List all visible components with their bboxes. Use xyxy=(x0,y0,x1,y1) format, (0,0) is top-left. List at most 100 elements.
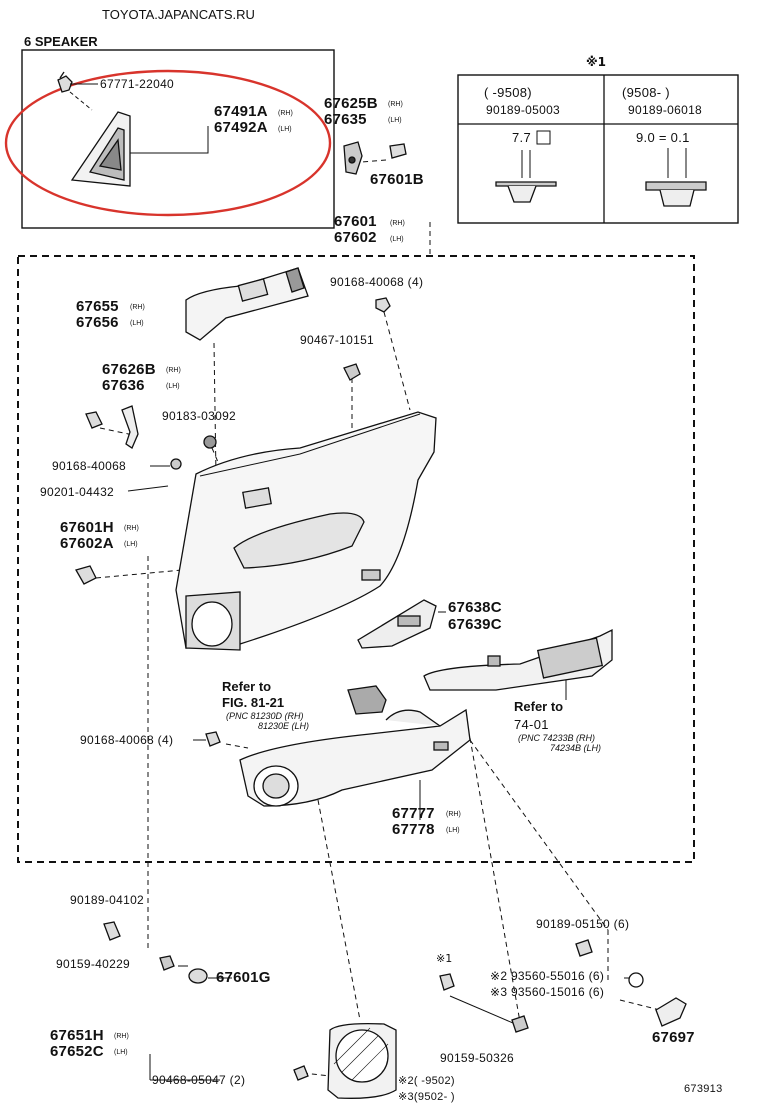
label-67602A: 67602A xyxy=(60,535,114,552)
label-67491A: 67491A xyxy=(214,103,268,120)
label-67778: 67778 xyxy=(392,821,435,838)
courtesy-lamp-icon xyxy=(347,685,387,715)
clip-table-col2-period: (9508- ) xyxy=(622,85,670,100)
screw-90168-lower-icon xyxy=(205,731,221,747)
refer-74-01-line1: Refer to xyxy=(514,699,564,714)
lh-mark: (LH) xyxy=(114,1049,128,1056)
label-90467-10151: 90467-10151 xyxy=(300,333,375,347)
label-90168-40068: 90168-40068 xyxy=(52,459,127,473)
tweeter-cover-icon xyxy=(70,111,131,187)
screw-90168-icon xyxy=(375,297,391,313)
speaker-grille-icon xyxy=(327,1022,397,1099)
clip-mark-x1: ※1 xyxy=(436,952,453,965)
rh-mark: (RH) xyxy=(114,1033,129,1040)
rh-mark: (RH) xyxy=(446,811,461,818)
screw-90467-icon xyxy=(343,363,361,381)
watermark-text: TOYOTA.JAPANCATS.RU xyxy=(102,7,255,22)
bracket-67697-icon xyxy=(655,997,687,1027)
label-67602: 67602 xyxy=(334,229,377,246)
rh-mark: (RH) xyxy=(124,525,139,532)
refer-81-21-line2: FIG. 81-21 xyxy=(222,695,285,710)
footnote-x2: ※2( -9502) xyxy=(398,1075,455,1087)
clip-table-col1-part: 90189-05003 xyxy=(486,103,561,117)
door-assembly-frame xyxy=(17,255,695,863)
label-90201-04432: 90201-04432 xyxy=(40,485,115,499)
clip-90189-05150-icon xyxy=(575,939,593,957)
switch-base-icon xyxy=(357,599,437,649)
clip-table-col2-part: 90189-06018 xyxy=(628,103,703,117)
nut-90201-icon xyxy=(170,458,182,470)
clip-table-mark: ※1 xyxy=(586,55,607,69)
clip-67625B-icon xyxy=(343,141,363,175)
label-67601: 67601 xyxy=(334,213,377,230)
refer-74-01-pnc1: (PNC 74233B (RH) xyxy=(518,733,596,743)
label-67656: 67656 xyxy=(76,314,119,331)
lh-mark: (LH) xyxy=(130,320,144,327)
lh-mark: (LH) xyxy=(166,383,180,390)
label-67601G: 67601G xyxy=(216,969,271,986)
clip-table-col1-dim: 7.7 xyxy=(512,130,531,145)
clip-67771-icon xyxy=(57,71,98,93)
lh-mark: (LH) xyxy=(388,117,402,124)
label-67638C: 67638C xyxy=(448,599,502,616)
footnote-x3: ※3(9502- ) xyxy=(398,1091,455,1103)
label-67652C: 67652C xyxy=(50,1043,104,1060)
rh-mark: (RH) xyxy=(130,304,145,311)
refer-74-01-line2: 74-01 xyxy=(514,717,549,732)
rh-mark: (RH) xyxy=(390,220,405,227)
refer-81-21-line1: Refer to xyxy=(222,679,272,694)
clip-67601B-icon xyxy=(389,143,407,159)
grommet-90183-icon xyxy=(203,435,217,449)
speaker-section-frame xyxy=(21,49,335,229)
label-67651H: 67651H xyxy=(50,1027,104,1044)
upper-armrest-icon xyxy=(185,267,309,341)
clip-table-frame xyxy=(457,74,739,224)
label-90168-40068-4-top: 90168-40068 (4) xyxy=(330,275,424,289)
bracket-67626B-icon xyxy=(121,405,139,449)
lh-mark: (LH) xyxy=(278,126,292,133)
label-67636: 67636 xyxy=(102,377,145,394)
rh-mark: (RH) xyxy=(388,101,403,108)
label-90468-05047-2: 90468-05047 (2) xyxy=(152,1073,246,1087)
door-trim-panel-icon xyxy=(175,411,437,651)
label-90189-05150-6: 90189-05150 (6) xyxy=(536,917,630,931)
screw-90468-icon xyxy=(293,1065,309,1081)
label-93560-15016: ※3 93560-15016 (6) xyxy=(490,985,605,999)
refer-81-21-pnc2: 81230E (LH) xyxy=(258,721,310,731)
rh-mark: (RH) xyxy=(278,110,293,117)
label-93560-55016: ※2 93560-55016 (6) xyxy=(490,969,605,983)
lh-mark: (LH) xyxy=(390,236,404,243)
refer-81-21-pnc1: (PNC 81230D (RH) xyxy=(226,711,304,721)
label-67635: 67635 xyxy=(324,111,367,128)
label-67771-22040: 67771-22040 xyxy=(100,77,175,91)
rh-mark: (RH) xyxy=(166,367,181,374)
label-90159-50326: 90159-50326 xyxy=(440,1051,515,1065)
clip-67601H-icon xyxy=(75,565,97,585)
label-67625B: 67625B xyxy=(324,95,378,112)
label-67655: 67655 xyxy=(76,298,119,315)
clip-table-col2-dim: 9.0 = 0.1 xyxy=(636,130,690,145)
lh-mark: (LH) xyxy=(124,541,138,548)
power-window-panel-icon xyxy=(423,628,613,691)
figure-number: 673913 xyxy=(684,1083,723,1095)
nut-93560-icon xyxy=(628,972,644,988)
label-67601H: 67601H xyxy=(60,519,114,536)
screw-90159-40229-icon xyxy=(159,955,175,971)
label-67639C: 67639C xyxy=(448,616,502,633)
label-90183-03092: 90183-03092 xyxy=(162,409,237,423)
label-90189-04102: 90189-04102 xyxy=(70,893,145,907)
speaker-section-title: 6 SPEAKER xyxy=(24,34,98,49)
label-67626B: 67626B xyxy=(102,361,156,378)
refer-74-01-pnc2: 74234B (LH) xyxy=(550,743,602,753)
clip-x1-icon xyxy=(439,973,455,991)
highlight-ellipse xyxy=(4,69,332,217)
clip-table-col1-period: ( -9508) xyxy=(484,85,532,100)
label-67601B: 67601B xyxy=(370,171,424,188)
label-67697: 67697 xyxy=(652,1029,695,1046)
armrest-lower-icon xyxy=(239,708,471,807)
clip-90189-04102-icon xyxy=(103,921,121,941)
label-90168-40068-4-low: 90168-40068 (4) xyxy=(80,733,174,747)
label-67492A: 67492A xyxy=(214,119,268,136)
